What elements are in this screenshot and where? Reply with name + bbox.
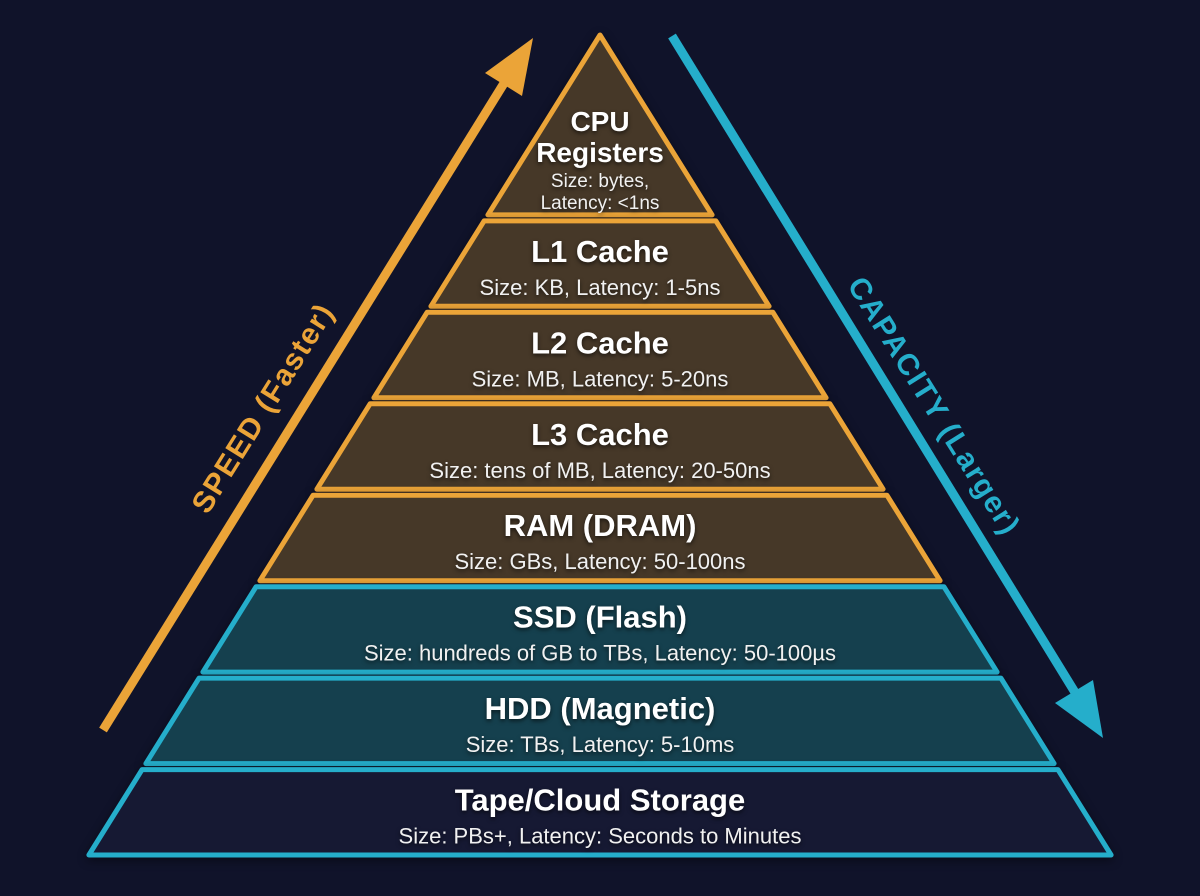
level-cpu-registers-subtitle-line1: Size: bytes, [551, 171, 649, 192]
level-l3-cache-shape [314, 401, 886, 492]
capacity-arrow-line [668, 33, 1080, 697]
level-ram-dram-subtitle: Size: GBs, Latency: 50-100ns [454, 549, 745, 574]
speed-arrowhead-icon [485, 38, 533, 96]
level-l3-cache-title: L3 Cache [531, 417, 669, 452]
level-hdd-magnetic-subtitle: Size: TBs, Latency: 5-10ms [466, 732, 735, 757]
level-ssd-flash-shape [200, 584, 1000, 675]
level-tape-cloud-storage-subtitle: Size: PBs+, Latency: Seconds to Minutes [399, 824, 802, 849]
level-cpu-registers-subtitle-line2: Latency: <1ns [541, 193, 660, 214]
level-ssd-flash-title: SSD (Flash) [513, 600, 687, 635]
capacity-arrowhead-icon [1055, 680, 1103, 738]
level-cpu-registers-title-line1: CPU [570, 106, 629, 137]
level-tape-cloud-storage-title: Tape/Cloud Storage [455, 783, 746, 818]
level-ssd-flash-subtitle: Size: hundreds of GB to TBs, Latency: 50… [364, 641, 836, 666]
level-l1-cache-subtitle: Size: KB, Latency: 1-5ns [480, 275, 721, 300]
level-l1-cache-shape [428, 218, 772, 309]
level-l2-cache-subtitle: Size: MB, Latency: 5-20ns [472, 366, 729, 391]
level-l1-cache-title: L1 Cache [531, 234, 669, 269]
level-l2-cache-shape [371, 309, 829, 401]
level-hdd-magnetic-shape [143, 675, 1057, 767]
level-l3-cache-subtitle: Size: tens of MB, Latency: 20-50ns [429, 458, 770, 483]
level-tape-cloud-storage-shape [86, 767, 1114, 858]
level-hdd-magnetic-title: HDD (Magnetic) [485, 691, 716, 726]
level-l2-cache-title: L2 Cache [531, 325, 669, 360]
level-cpu-registers-title-line2: Registers [536, 137, 664, 168]
level-ram-dram-title: RAM (DRAM) [504, 508, 697, 543]
level-ram-dram-shape [257, 492, 943, 584]
speed-arrow-line [99, 77, 510, 733]
level-cpu-registers-shape [485, 32, 715, 218]
